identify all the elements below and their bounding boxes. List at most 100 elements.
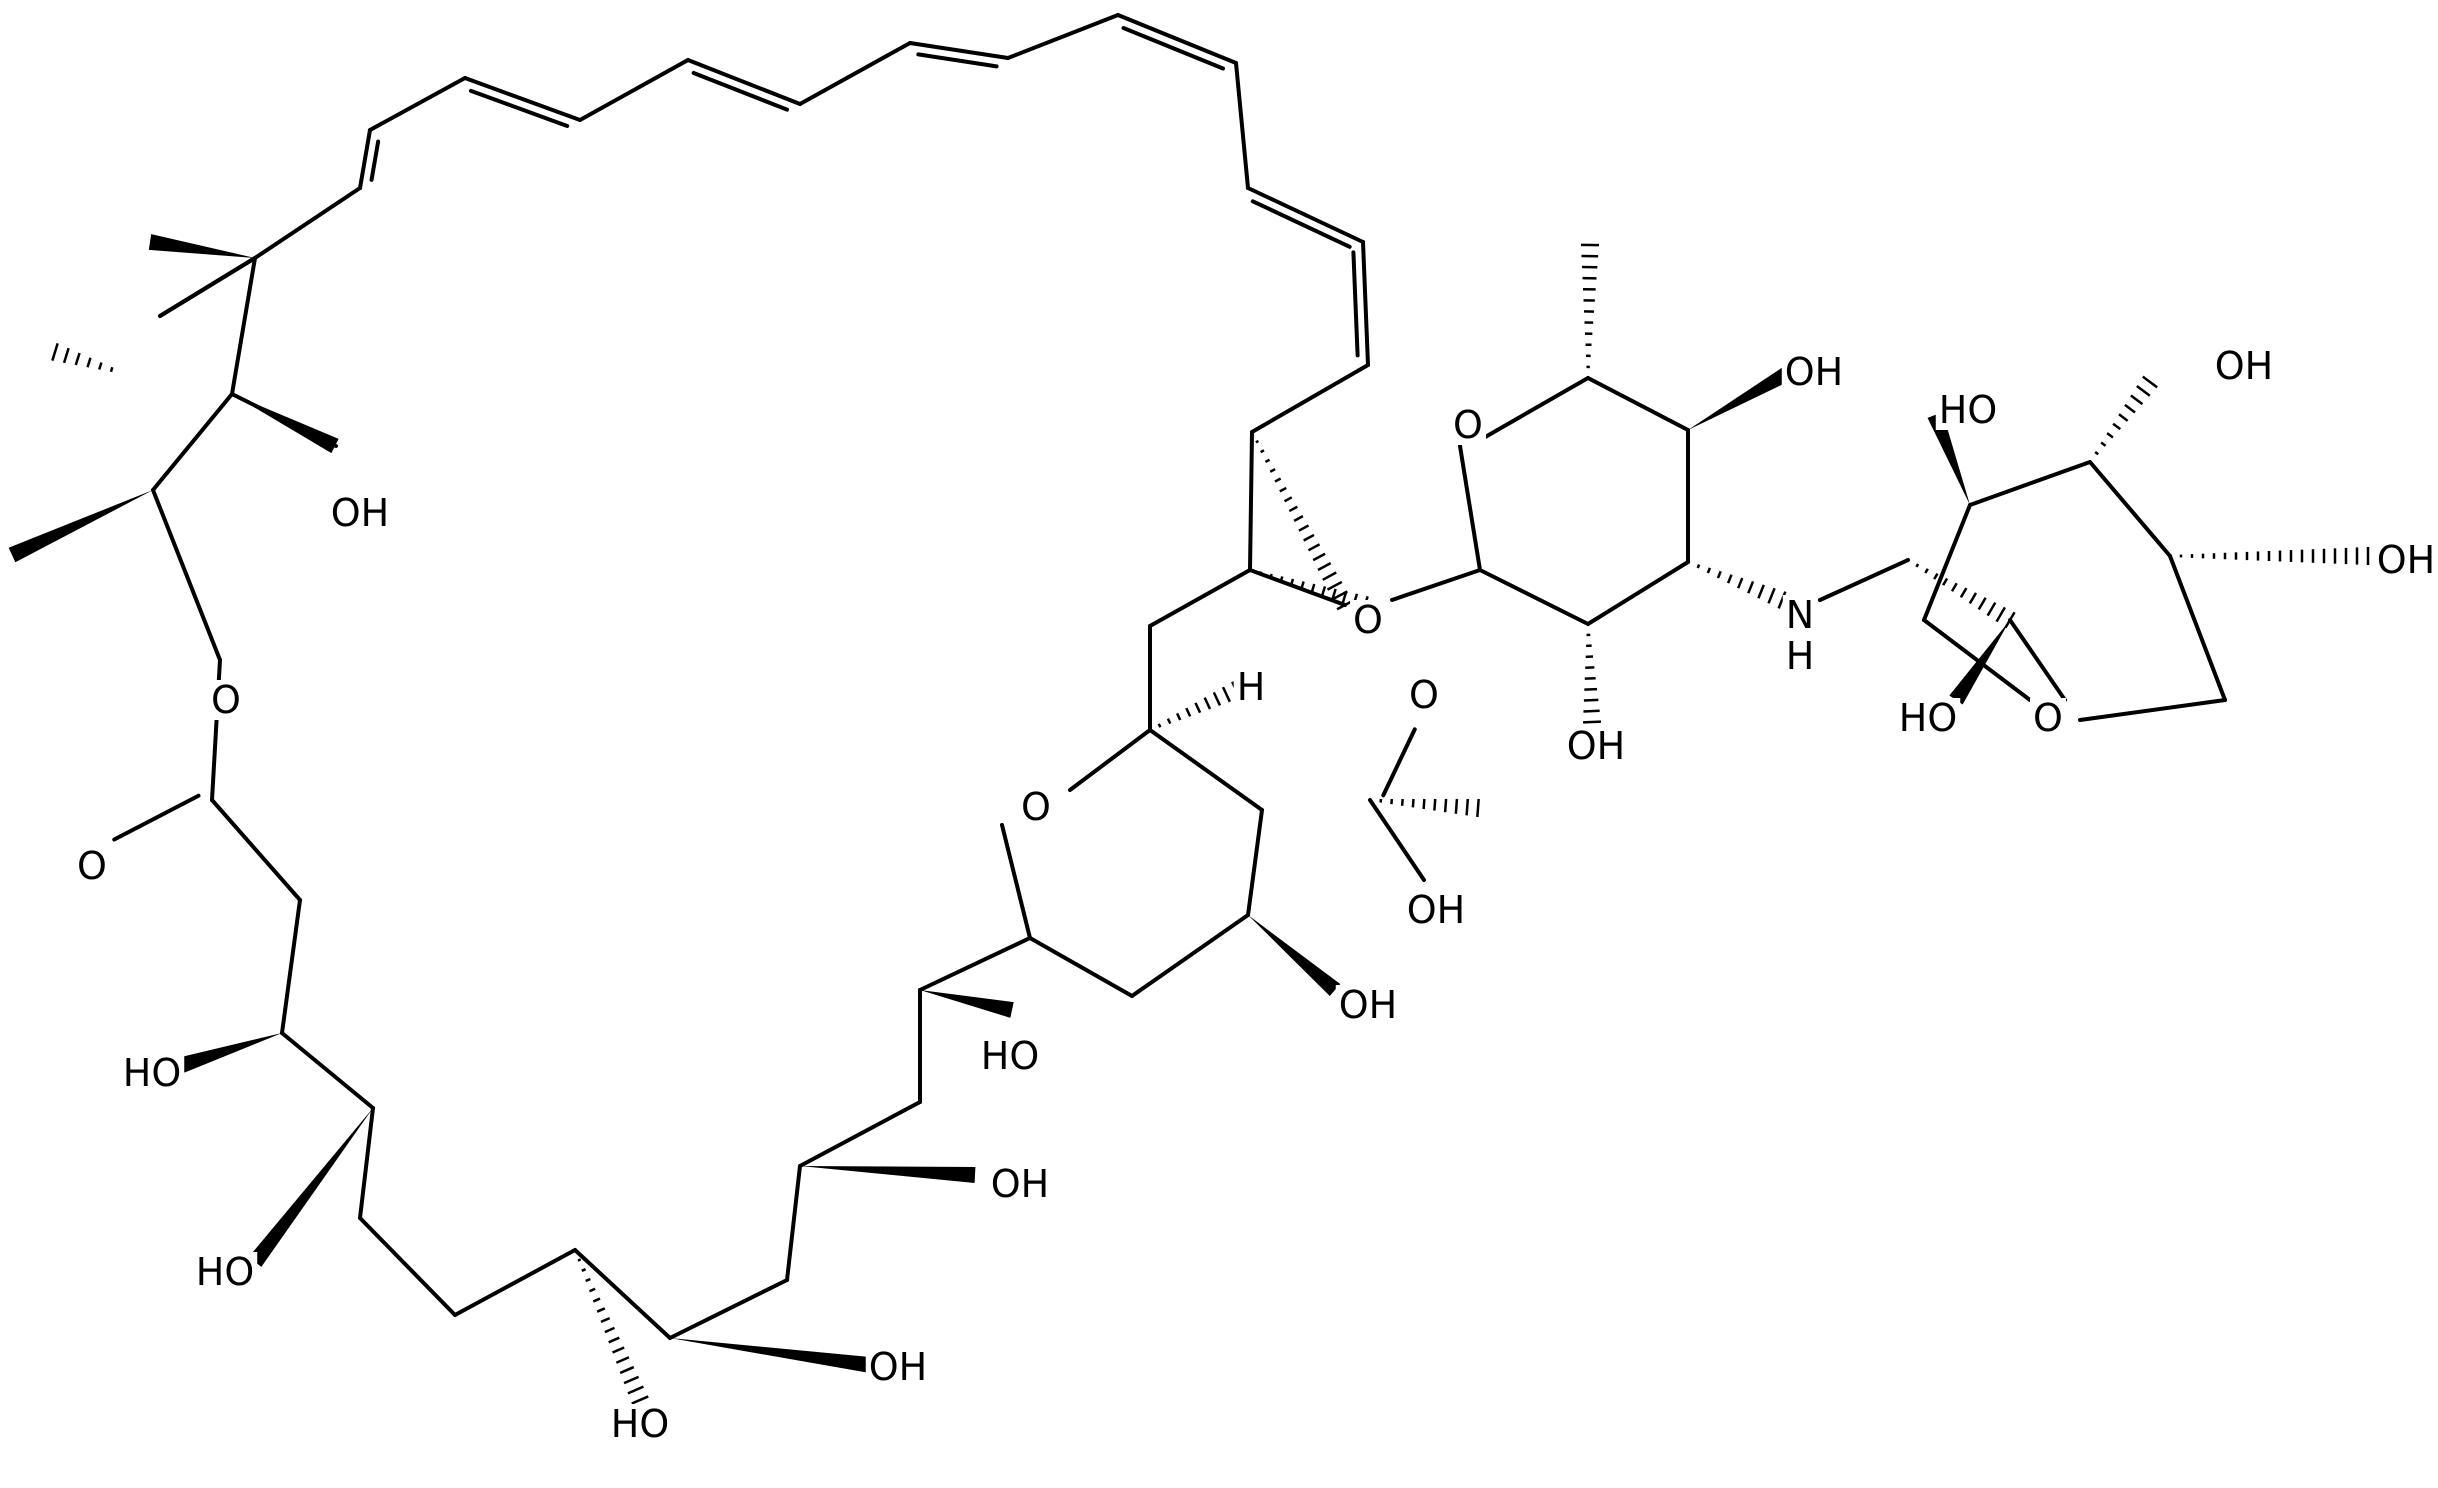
wedge-bond <box>1688 365 1794 430</box>
single-bond <box>253 186 362 260</box>
single-bond <box>1968 460 2092 507</box>
atom-label-oh-sugar4: OH <box>1785 350 1843 394</box>
single-bond <box>1148 568 1252 628</box>
hashed-bond <box>1580 243 1600 369</box>
single-bond <box>280 1031 375 1110</box>
single-bond <box>1478 568 1590 626</box>
hashed-bond <box>2179 547 2370 565</box>
single-bond <box>1586 560 1690 626</box>
single-bond <box>686 58 802 106</box>
wedge-bond <box>670 1338 872 1373</box>
single-bond <box>158 256 257 318</box>
single-bond <box>785 1164 802 1282</box>
single-bond <box>2078 698 2227 722</box>
single-bond <box>2168 554 2227 702</box>
single-bond <box>1028 936 1134 998</box>
hashed-bond <box>2094 375 2158 456</box>
single-bond <box>2008 618 2067 702</box>
single-bond <box>151 392 234 492</box>
single-bond <box>798 1100 922 1168</box>
atom-label-ho-c15: HO <box>123 1051 181 1095</box>
atom-label-h-pyran: H <box>1237 665 1266 709</box>
atom-label-ho-xyl-anomeric: HO <box>1899 696 1957 740</box>
single-bond <box>210 798 302 902</box>
wedge-bond <box>1927 412 1970 505</box>
single-bond <box>368 76 467 132</box>
atom-label-oh-c35: OH <box>331 491 389 535</box>
single-bond <box>1068 728 1152 792</box>
wedge-bond <box>1248 915 1341 997</box>
atom-label-oh-xyl-right: OH <box>2377 538 2435 582</box>
single-bond <box>1250 363 1370 434</box>
atom-label-o-glycoside: O <box>1353 598 1383 642</box>
single-bond <box>1148 728 1264 812</box>
single-bond <box>1248 568 1347 607</box>
atom-label-o-sugar-ring: O <box>1453 403 1483 447</box>
wedge-bond <box>232 394 339 454</box>
atom-label-ho-xyl-topleft: HO <box>1939 388 1997 432</box>
single-bond <box>1586 376 1690 432</box>
hashed-bond <box>1379 798 1480 818</box>
single-bond <box>230 256 257 396</box>
single-bond <box>1248 430 1254 572</box>
single-bond <box>1361 240 1370 367</box>
single-bond <box>1458 444 1482 572</box>
wedge-bond <box>8 490 153 563</box>
single-bond <box>1818 558 1910 602</box>
single-bond <box>1246 808 1264 917</box>
hashed-bond <box>577 1258 649 1405</box>
double-bond-inner <box>1351 250 1360 358</box>
double-bond-inner <box>1121 26 1225 71</box>
single-bond <box>578 58 690 122</box>
atom-label-oh-cooh: OH <box>1407 888 1465 932</box>
atom-label-o-carbonyl: O <box>77 844 107 888</box>
single-bond <box>668 1278 789 1340</box>
atom-label-oh-c11: OH <box>991 1162 1049 1206</box>
wedge-bond <box>179 1033 282 1073</box>
single-bond <box>1478 376 1590 442</box>
atom-label-oh-xyl-top: OH <box>2215 344 2273 388</box>
single-bond <box>280 898 302 1035</box>
single-bond <box>1922 618 2032 702</box>
hashed-bond <box>1696 564 1787 609</box>
hashed-bond <box>51 343 114 373</box>
hashed-bond <box>1915 563 2016 629</box>
atom-label-o-ester: O <box>211 678 241 722</box>
bond-layer <box>8 13 2370 1405</box>
double-bond-inner <box>916 52 999 69</box>
single-bond <box>908 41 1010 60</box>
wedge-bond <box>1949 620 2010 705</box>
single-bond <box>1116 13 1238 65</box>
atom-label-oh-sugar2: OH <box>1567 724 1625 768</box>
double-bond-inner <box>369 139 381 182</box>
atom-label-n-amine: N <box>1786 593 1814 637</box>
double-bond-inner <box>1250 199 1352 249</box>
wedge-bond <box>800 1166 976 1183</box>
single-bond <box>358 1216 457 1317</box>
single-bond <box>798 41 912 106</box>
single-bond <box>1368 798 1426 882</box>
single-bond <box>2088 460 2172 558</box>
atom-label-o-xyl-ring: O <box>2033 696 2063 740</box>
single-bond <box>463 76 582 122</box>
single-bond <box>151 488 222 662</box>
single-bond <box>1234 61 1250 190</box>
hashed-bond <box>1255 439 1354 611</box>
atom-label-o-cooh: O <box>1409 673 1439 717</box>
atom-label-ho-c9: HO <box>611 1402 669 1446</box>
double-bond-inner <box>691 70 790 112</box>
atom-label-ho-hemiketal: HO <box>981 1034 1039 1078</box>
single-bond <box>573 1248 672 1340</box>
atom-label-o-pyran: O <box>1021 785 1051 829</box>
single-bond <box>1246 186 1365 244</box>
atom-label-h-amine: H <box>1786 634 1815 678</box>
wedge-bond <box>148 234 255 258</box>
single-bond <box>1390 568 1482 602</box>
single-bond <box>358 128 372 190</box>
atom-label-oh-c17: OH <box>1339 983 1397 1027</box>
double-bond-inner <box>1381 727 1417 798</box>
single-bond <box>1922 503 1972 622</box>
double-bond-inner <box>112 793 201 842</box>
